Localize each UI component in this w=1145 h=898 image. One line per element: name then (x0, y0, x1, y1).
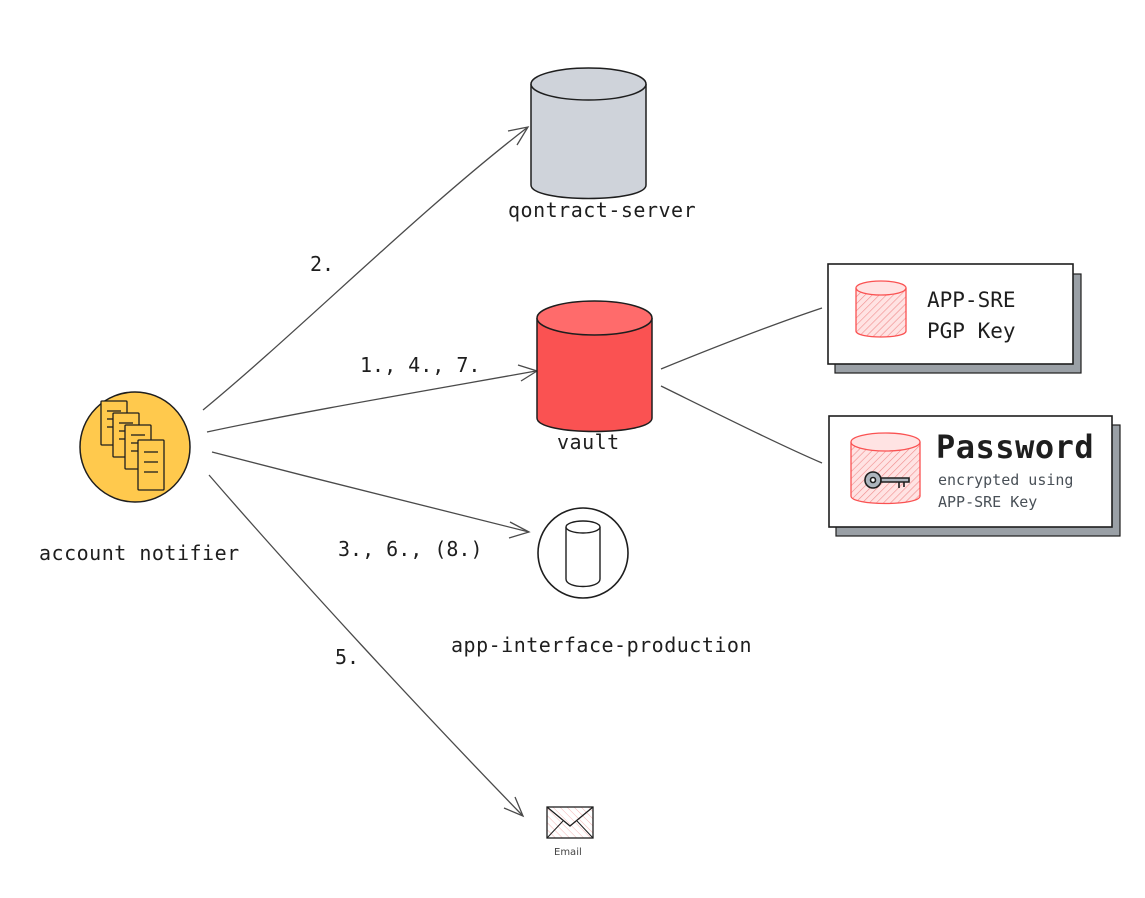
step-label-vault: 1., 4., 7. (360, 353, 481, 377)
password-cylinder-icon (850, 432, 921, 505)
edge-to-email (208, 474, 525, 818)
pgp-key-card (827, 263, 1082, 374)
step-label-app-interface: 3., 6., (8.) (338, 537, 483, 561)
pgp-key-cylinder-icon (855, 280, 907, 338)
email-label: Email (554, 847, 582, 858)
email-envelope-icon (546, 806, 594, 839)
account-notifier-label: account notifier (39, 541, 240, 565)
step-label-qontract: 2. (310, 252, 335, 276)
edge-to-qontract-server (202, 126, 530, 411)
app-interface-database-icon (537, 507, 629, 599)
pgp-key-line1: APP-SRE (927, 288, 1016, 312)
pgp-key-line2: PGP Key (927, 319, 1016, 343)
vault-label: vault (557, 430, 620, 454)
qontract-server-database-icon (530, 67, 647, 200)
password-subtitle-line2: APP-SRE Key (938, 493, 1038, 511)
password-subtitle-line1: encrypted using (938, 471, 1074, 489)
edge-vault-to-password (660, 385, 823, 464)
key-icon (864, 471, 910, 489)
edge-vault-to-pgp-key (660, 307, 823, 370)
vault-database-icon (536, 300, 653, 433)
edge-to-app-interface (211, 451, 531, 539)
qontract-server-label: qontract-server (508, 198, 697, 222)
account-notifier-icon (79, 391, 191, 503)
step-label-email: 5. (335, 645, 360, 669)
password-title: Password (936, 428, 1095, 466)
app-interface-production-label: app-interface-production (451, 633, 752, 657)
password-card (828, 415, 1121, 537)
